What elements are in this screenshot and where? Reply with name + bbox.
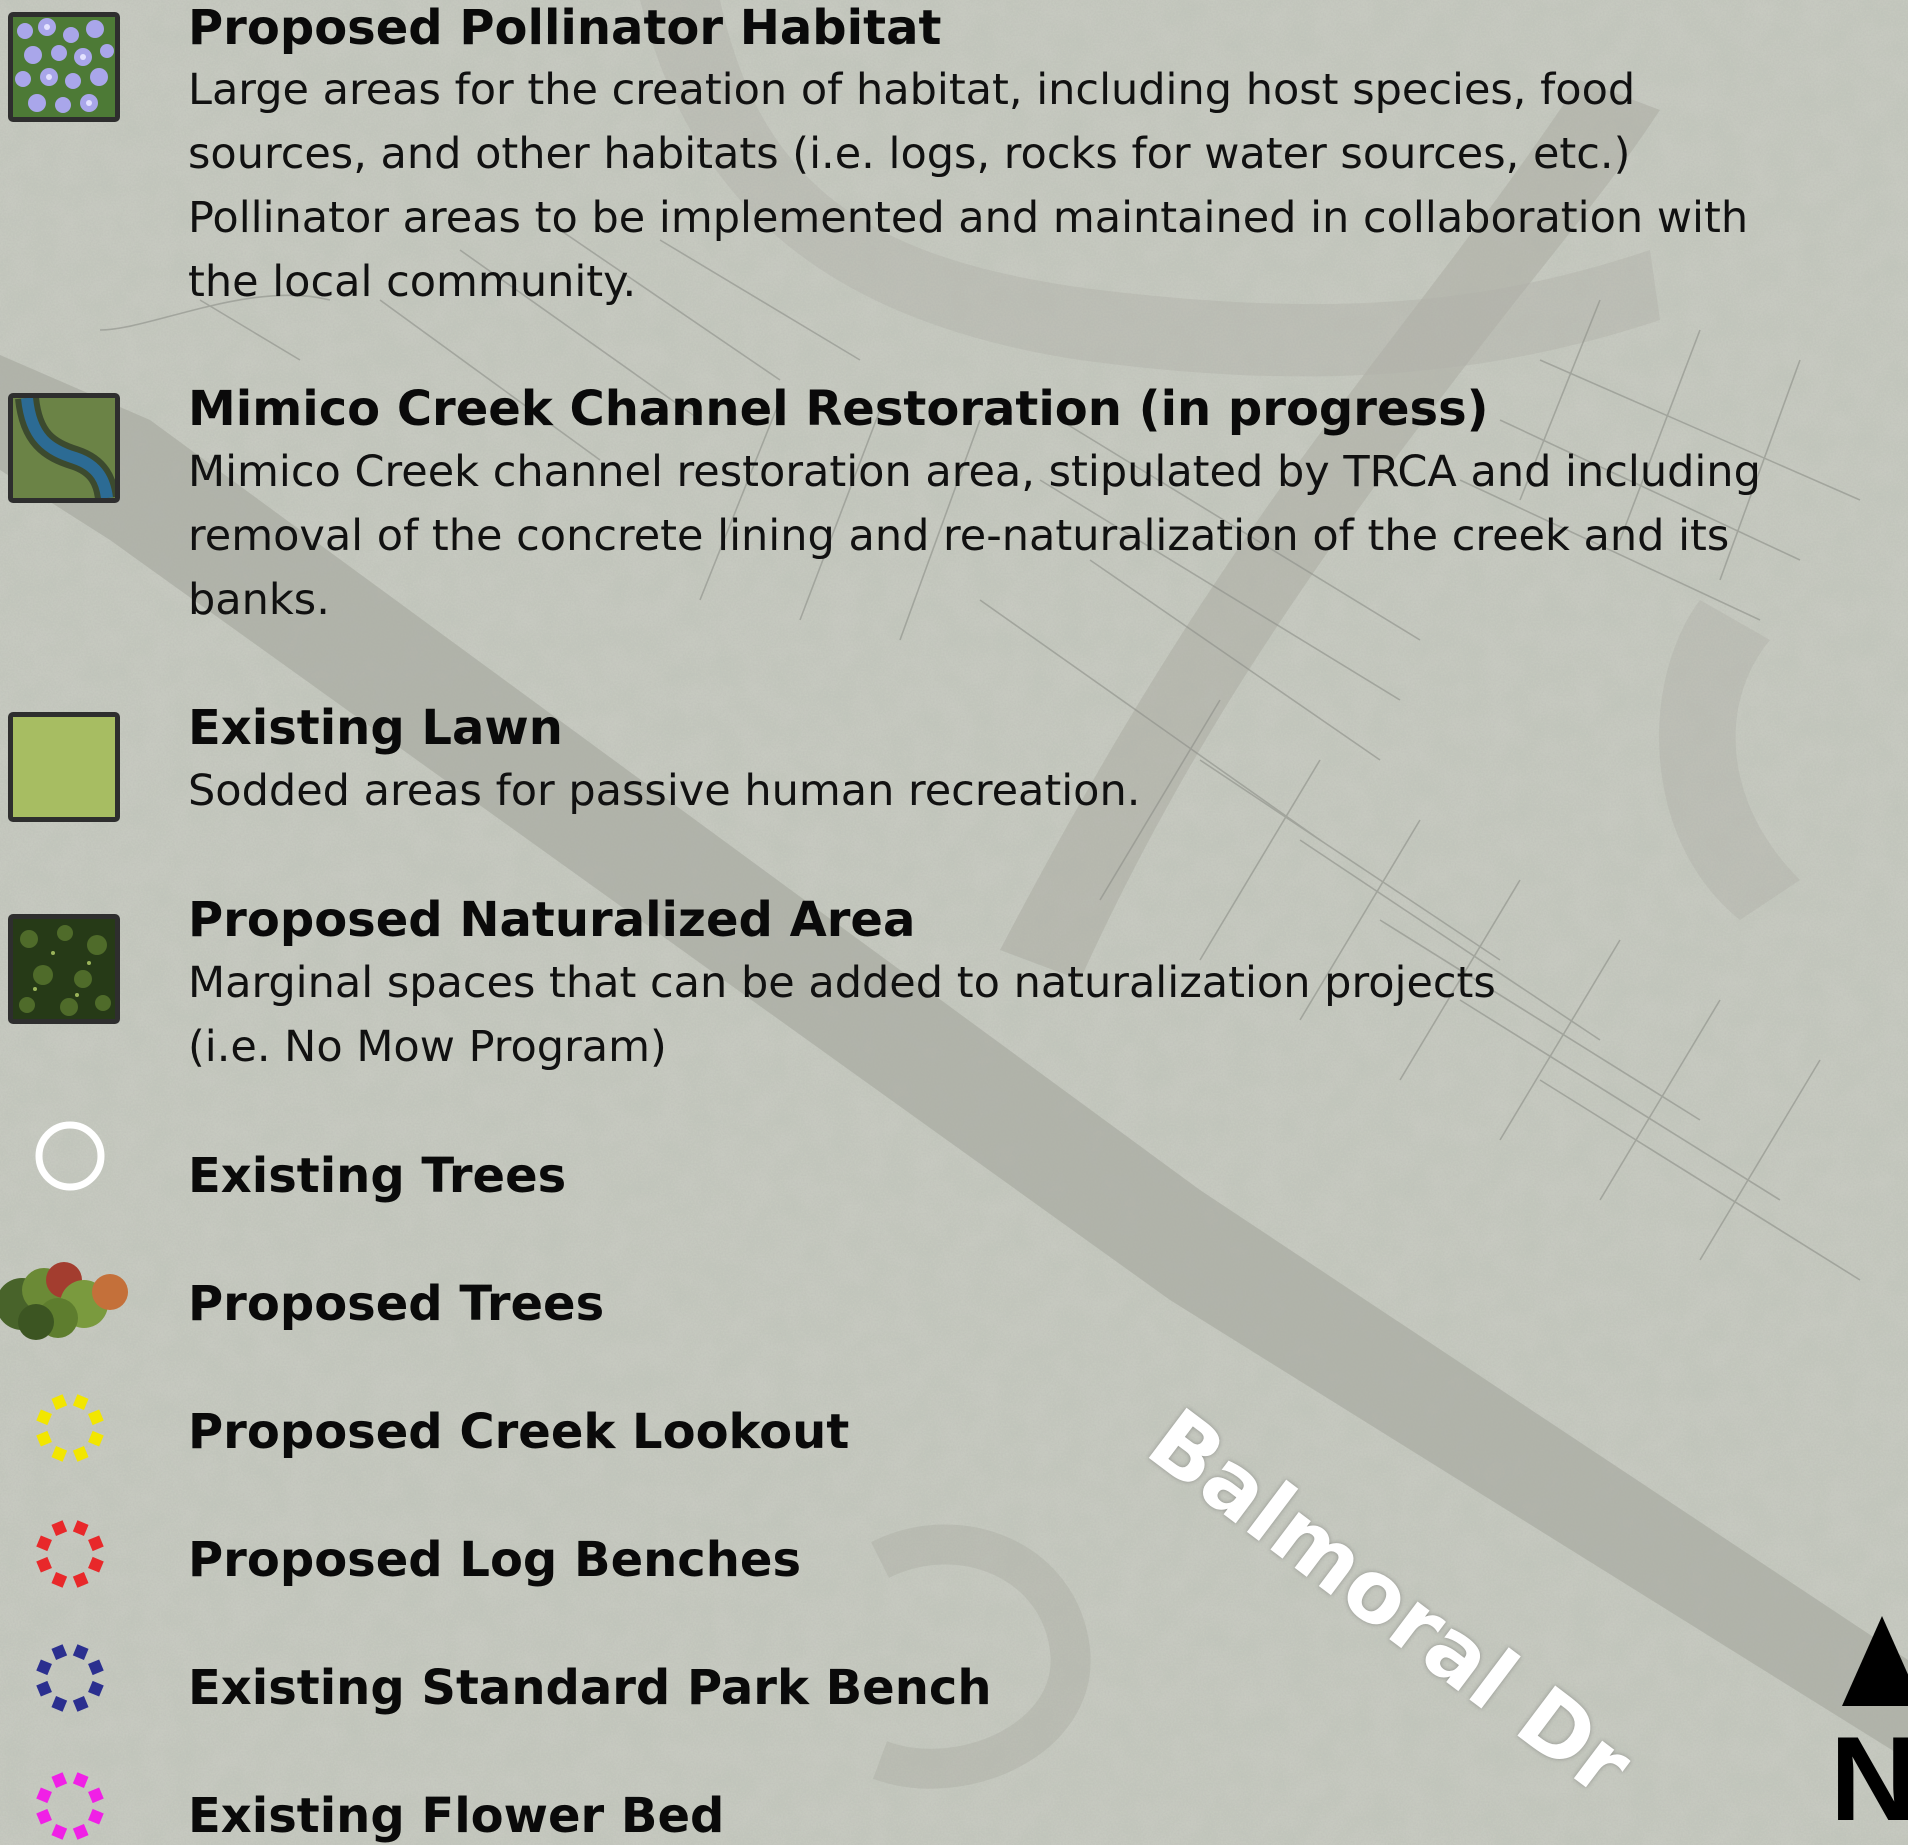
ring-dot [36,1787,52,1804]
lawn-swatch [8,712,120,822]
ring-dot [72,1696,89,1712]
ring-dot [51,1696,68,1712]
north-arrow-icon: N [1830,1616,1908,1845]
ring-dot [51,1520,68,1536]
ring-dot [72,1772,89,1788]
north-label: N [1830,1712,1908,1845]
legend-title: Proposed Pollinator Habitat [188,0,942,56]
dotted-ring-icon [36,1644,104,1712]
dotted-ring-icon [36,1394,104,1462]
ring-dot [51,1446,68,1462]
tree-cluster-icon [0,1262,128,1340]
legend-title: Existing Flower Bed [188,1788,725,1844]
ring-dot [51,1772,68,1788]
ring-dot [72,1394,89,1410]
legend-title: Proposed Naturalized Area [188,892,916,948]
pollinator-habitat-swatch [8,12,120,122]
ring-dot [88,1808,104,1825]
legend-description: Mimico Creek channel restoration area, s… [188,440,1761,632]
ring-dot [88,1430,104,1447]
description-line: Marginal spaces that can be added to nat… [188,958,1496,1008]
legend-description: Sodded areas for passive human recreatio… [188,759,1140,823]
ring-dot [88,1535,104,1552]
legend-title: Existing Trees [188,1148,567,1204]
description-line: sources, and other habitats (i.e. logs, … [188,129,1631,179]
ring-dot [72,1446,89,1462]
legend-title: Proposed Creek Lookout [188,1404,850,1460]
legend-title: Mimico Creek Channel Restoration (in pro… [188,381,1489,437]
description-line: Large areas for the creation of habitat,… [188,65,1636,115]
legend-description: Marginal spaces that can be added to nat… [188,951,1496,1079]
ring-dot [88,1556,104,1573]
ring-dot [88,1680,104,1697]
ring-dot [36,1659,52,1676]
description-line: (i.e. No Mow Program) [188,1022,667,1072]
ring-dot [72,1644,89,1660]
circle-icon [35,1121,105,1191]
description-line: Sodded areas for passive human recreatio… [188,766,1141,816]
naturalized-area-swatch [8,914,120,1024]
ring-dot [36,1680,52,1697]
ring-dot [72,1520,89,1536]
description-line: banks. [188,575,330,625]
dotted-ring-icon [36,1520,104,1588]
description-line: Pollinator areas to be implemented and m… [188,193,1749,243]
ring-dot [51,1394,68,1410]
ring-dot [51,1572,68,1588]
description-line: the local community. [188,257,637,307]
ring-dot [88,1787,104,1804]
legend-description: Large areas for the creation of habitat,… [188,58,1748,314]
creek-channel-swatch [8,393,120,503]
ring-dot [51,1644,68,1660]
ring-dot [72,1572,89,1588]
ring-dot [36,1556,52,1573]
ring-dot [36,1808,52,1825]
ring-dot [88,1409,104,1426]
dotted-ring-icon [36,1772,104,1840]
ring-dot [36,1409,52,1426]
ring-dot [72,1824,89,1840]
legend-title: Existing Lawn [188,700,563,756]
legend-title: Existing Standard Park Bench [188,1660,992,1716]
legend-title: Proposed Log Benches [188,1532,802,1588]
legend-title: Proposed Trees [188,1276,605,1332]
ring-dot [36,1430,52,1447]
description-line: removal of the concrete lining and re-na… [188,511,1730,561]
ring-dot [88,1659,104,1676]
ring-dot [51,1824,68,1840]
ring-dot [36,1535,52,1552]
description-line: Mimico Creek channel restoration area, s… [188,447,1761,497]
